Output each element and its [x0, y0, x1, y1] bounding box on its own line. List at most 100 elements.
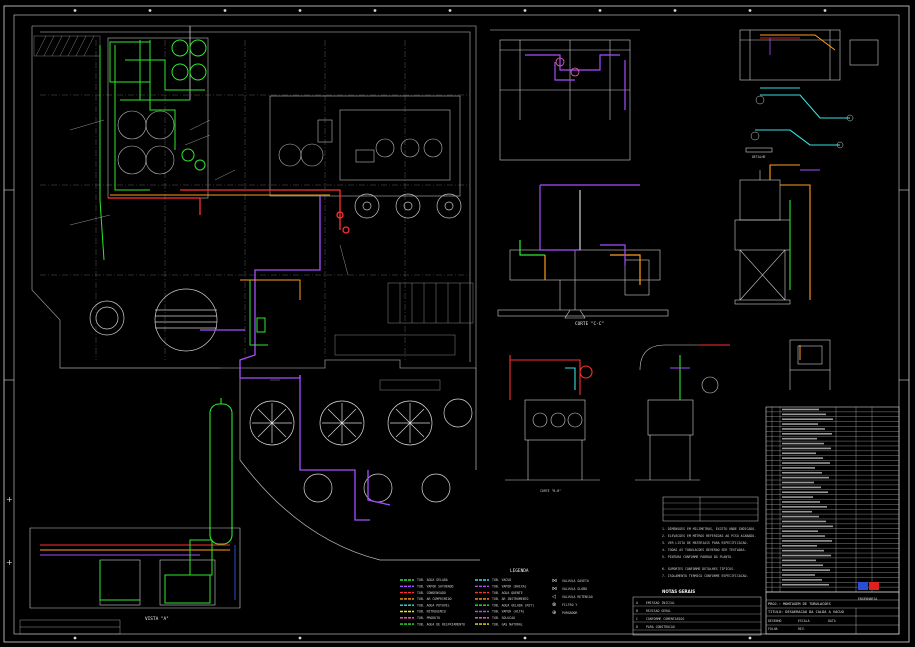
revision-description: CONFORME COMENTARIOS — [646, 617, 684, 621]
note-line: 4- TODAS AS TUBULACOES DEVERAO SER TESTA… — [662, 548, 747, 552]
legend-label: TUB. AGUA GELADA (RET) — [492, 603, 534, 607]
left-marker-2: + — [6, 558, 13, 567]
vista-a-title: VISTA "A" — [145, 616, 169, 622]
legend-label: TUB. SOLUCAO — [492, 616, 515, 620]
revision-code: A — [636, 601, 638, 605]
legend-symbol-icon: ⊕ — [552, 610, 556, 616]
material-row-text — [782, 535, 825, 537]
title-block-field: DESENHO — [768, 619, 782, 623]
general-notes: 1- DIMENSOES EM MILIMETROS, EXCETO ONDE … — [662, 527, 756, 578]
fan-circles — [249, 398, 473, 503]
material-row-text — [782, 549, 824, 552]
material-row-text — [782, 554, 831, 557]
revision-code: B — [636, 609, 638, 613]
machine-elevation — [734, 164, 820, 305]
subject-line: TITULO: DESAERACAO DA CALDA A VACUO — [768, 610, 844, 614]
material-row-text — [782, 501, 820, 503]
legend-symbol-icon: ⋈ — [552, 586, 557, 592]
material-row-text — [782, 467, 815, 469]
material-row-text — [782, 564, 823, 567]
legend-label: TUB. VACUO — [492, 578, 511, 582]
left-marker-1: + — [6, 495, 13, 504]
legend-label: TUB. AR INSTRUMENTO — [492, 597, 529, 601]
material-row-text — [782, 559, 816, 562]
lower-left-notes — [19, 619, 121, 635]
pipe-route-red — [108, 189, 350, 234]
legend-symbol-label: VALVULA GLOBO — [562, 587, 587, 591]
material-row-text — [782, 515, 819, 518]
material-row-text — [782, 437, 817, 440]
site-boundary — [239, 368, 480, 561]
legend-label: TUB. AR COMPRIMIDO — [417, 597, 452, 601]
notes-title: NOTAS GERAIS — [662, 589, 695, 594]
material-row-text — [782, 486, 821, 489]
plan-view: VISTA "A" — [19, 25, 480, 635]
material-row-text — [782, 452, 816, 455]
legend-symbol-label: FILTRO Y — [562, 603, 577, 607]
legend-label: TUB. AGUA DE RESFRIAMENTO — [417, 622, 465, 626]
corte-middle: CORTE "C-C" — [497, 184, 669, 327]
material-row-text — [782, 506, 827, 508]
legend-label: TUB. GAS NATURAL — [492, 622, 523, 626]
equipment-table-small — [662, 496, 759, 522]
frame-side-ticks — [4, 189, 909, 381]
corte-bb-title: CORTE "B-B" — [540, 489, 561, 493]
column-grid — [40, 40, 470, 360]
green-pipework-cluster — [99, 39, 207, 261]
material-row-text — [782, 442, 824, 445]
revision-code: C — [636, 617, 638, 621]
plan-callout-leaders — [69, 119, 349, 381]
corte-top-a — [490, 29, 640, 161]
material-row-text — [782, 457, 823, 459]
legend-label: TUB. AGUA GELADA — [417, 578, 448, 582]
corte-lower-right — [635, 344, 730, 481]
pipe-route-violet — [200, 195, 391, 521]
corte-cc-title: CORTE "C-C" — [575, 321, 604, 327]
note-line: 6- SUPORTES CONFORME DETALHES TIPICOS. — [662, 567, 735, 571]
note-line: 5- PINTURA CONFORME PADRAO DA PLANTA. — [662, 555, 733, 559]
material-row-text — [782, 433, 832, 435]
legend-label: TUB. VAPOR (BAIXA) — [492, 585, 527, 589]
material-row-text — [782, 510, 812, 513]
material-row-text — [782, 544, 817, 547]
material-row-text — [782, 413, 826, 416]
material-row-text — [782, 481, 814, 484]
floor-blocks — [334, 282, 474, 391]
note-line: 1- DIMENSOES EM MILIMETROS, EXCETO ONDE … — [662, 527, 756, 531]
title-block: PROJ.: MONTAGEM DE TUBULACOES TITULO: DE… — [765, 582, 900, 635]
material-row-text — [782, 540, 832, 542]
material-row-text — [782, 491, 828, 494]
note-line: 3- VER LISTA DE MATERIAIS PARA ESPECIFIC… — [662, 541, 748, 545]
material-row-text — [782, 583, 829, 586]
revision-description: EMISSAO INICIAL — [646, 601, 675, 605]
material-row-text — [782, 428, 825, 430]
material-row-text — [782, 530, 818, 532]
company-logo: ENGENHARIA — [858, 582, 879, 601]
material-row-text — [782, 579, 822, 581]
title-block-field: ESCALA — [798, 619, 810, 623]
material-row-text — [782, 462, 830, 464]
revision-table: A EMISSAO INICIAL B REVISAO GERAL C CONFORME … — [632, 596, 762, 636]
frame-top-markers — [73, 9, 827, 640]
corte-top-b — [739, 29, 879, 81]
legend-label: TUB. PRODUTO — [417, 616, 440, 620]
project-line: PROJ.: MONTAGEM DE TUBULACOES — [768, 602, 831, 606]
vista-a-pipework — [40, 539, 236, 604]
legend-label: TUB. NITROGENIO — [417, 610, 446, 614]
material-list — [765, 406, 900, 593]
detalhe-title: DETALHE — [752, 155, 766, 159]
small-box-view — [789, 339, 831, 390]
large-tank-left — [89, 288, 218, 352]
material-row-text — [782, 471, 822, 474]
material-row-text — [782, 418, 833, 421]
legend-label: TUB. CONDENSADO — [417, 591, 446, 595]
note-line: 7- ISOLAMENTO TERMICO CONFORME ESPECIFIC… — [662, 574, 748, 578]
material-row-text — [782, 423, 818, 425]
revision-description: REVISAO GERAL — [646, 609, 671, 613]
material-row-text — [782, 569, 830, 571]
legend-symbols: ⋈VALVULA GAVETA⋈VALVULA GLOBO◁VALVULA RE… — [552, 578, 593, 616]
